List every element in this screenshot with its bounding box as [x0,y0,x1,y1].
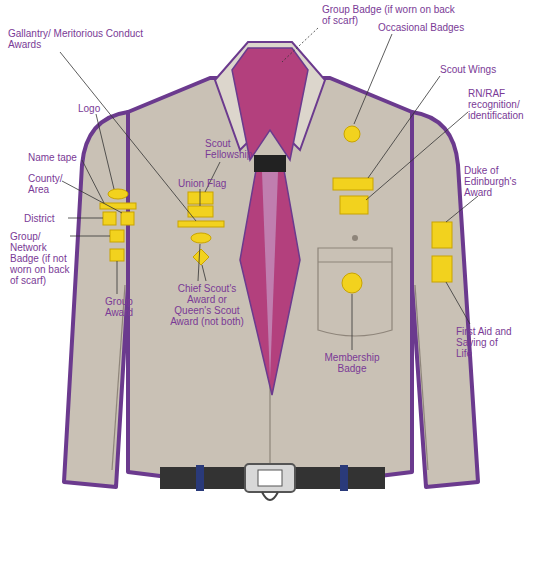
leader-lines [60,28,478,350]
doe-badge [432,222,452,248]
callout-label: Occasional Badges [378,22,498,33]
callout-label: Group Award [98,296,140,318]
scarf-ends [240,170,300,395]
scarf [232,48,308,160]
callout-label: Scout Wings [440,64,535,75]
callout-label: Gallantry/ Meritorious Conduct Awards [8,28,158,50]
award-oval [191,233,211,243]
callout-label: Logo [78,103,118,114]
callout-label: Union Flag [178,178,238,189]
logo-badge [108,189,128,199]
callout-label: County/ Area [28,173,70,195]
woggle [254,155,286,172]
belt [160,467,385,489]
award-diamond [193,249,209,265]
rn-raf-badge [340,196,368,214]
county-badge [121,212,134,225]
callout-label: District [24,213,68,224]
callout-label: Membership Badge [322,352,382,374]
group-badge [110,230,124,242]
fellowship-badge [188,192,213,204]
callout-label: Name tape [28,152,88,163]
shirt-body [128,78,412,482]
gallantry-bar [178,221,224,227]
first-aid-badge [432,256,452,282]
occasional-badge [344,126,360,142]
callout-label: Group/ Network Badge (if not worn on bac… [10,231,72,286]
wings-badge [333,178,373,190]
group-award-badge [110,249,124,261]
callout-label: Duke of Edinburgh's Award [464,165,536,198]
callout-label: Chief Scout's Award or Queen's Scout Awa… [168,283,246,327]
district-badge [103,212,116,225]
membership-badge [342,273,362,293]
callout-label: First Aid and Saving of Life [456,326,516,359]
buckle [245,464,295,492]
callout-label: Scout Fellowship [205,138,270,160]
callout-label: RN/RAF recognition/ identification [468,88,536,121]
